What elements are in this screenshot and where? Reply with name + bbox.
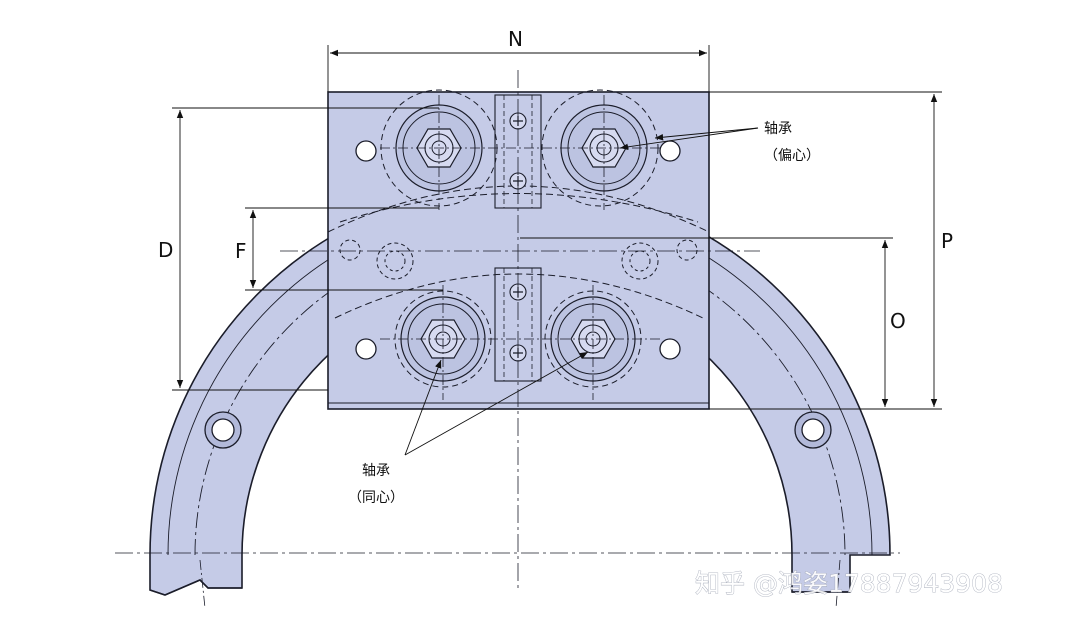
plate-hole-top-right <box>659 140 681 162</box>
dimension-f-label: F <box>235 239 247 263</box>
ring-mount-hole-right <box>794 411 832 449</box>
callout-eccentric-sub: （偏心） <box>764 148 820 164</box>
dimension-d-label: D <box>158 238 173 262</box>
callout-concentric-label: 轴承 <box>362 463 390 479</box>
callout-concentric-sub: （同心） <box>348 490 404 506</box>
watermark-text: 知乎 @鸿姿17887943908 <box>695 569 1003 598</box>
dimension-o-label: O <box>890 309 906 333</box>
hidden-ring-outer <box>327 185 710 233</box>
pinion-left <box>376 242 414 280</box>
bearing-concentric-right <box>544 290 642 388</box>
hidden-ring-inner <box>334 273 704 319</box>
pinion-right <box>621 242 659 280</box>
carriage-plate <box>327 89 710 410</box>
plate-hole-bottom-left <box>355 338 377 360</box>
dimension-p-label: P <box>941 229 953 253</box>
dimension-n-label: N <box>508 27 523 51</box>
plate-hole-top-left <box>355 140 377 162</box>
ring-break-left <box>149 579 242 596</box>
plate-hole-bottom-right <box>659 338 681 360</box>
center-lines <box>115 70 900 609</box>
hidden-ring-outer-2 <box>339 193 699 223</box>
ring-mount-hole-left <box>204 411 242 449</box>
dimension-lines <box>172 45 942 456</box>
callout-eccentric-label: 轴承 <box>764 121 792 137</box>
